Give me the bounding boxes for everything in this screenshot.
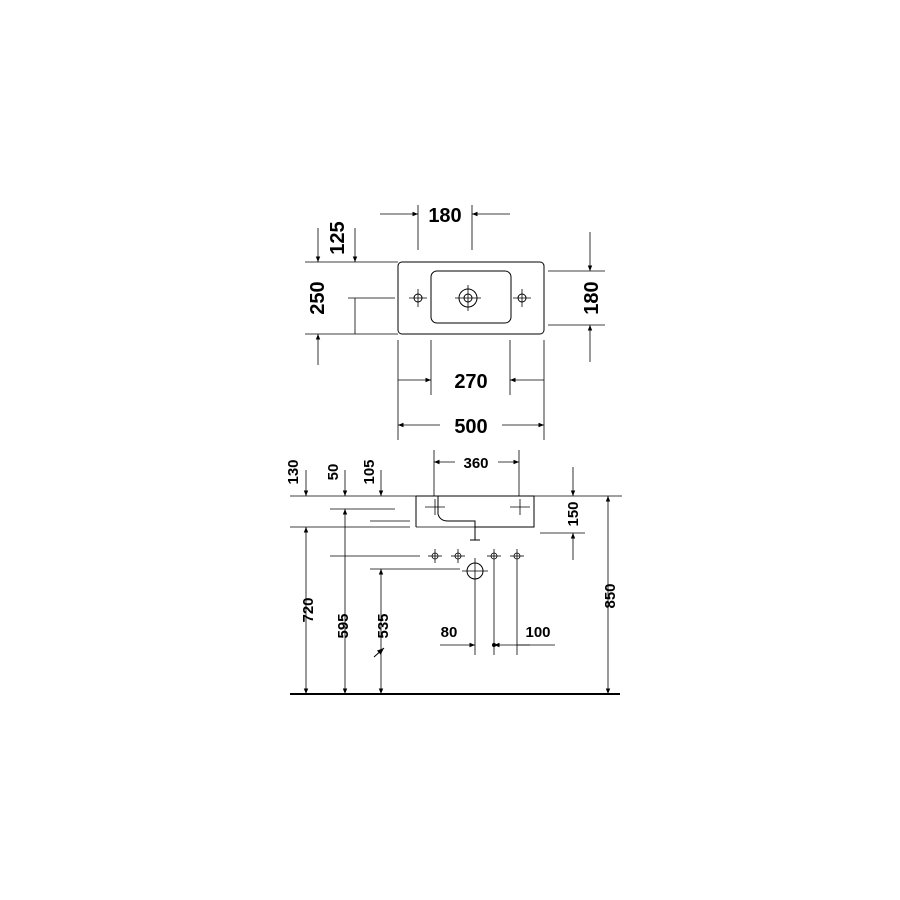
dim-80-100: 80 100: [440, 624, 555, 648]
dim-535: 535: [373, 569, 392, 694]
dim-bowl-depth-label: 180: [581, 281, 603, 314]
dim-150-label: 150: [565, 501, 582, 526]
dim-105: 105: [361, 459, 384, 496]
waste-outlet: [462, 558, 488, 584]
approx-arrow-icon: [373, 647, 385, 658]
dim-595: 595: [335, 509, 352, 694]
dim-bowl-width: 270: [397, 340, 545, 440]
side-view: 360 80 10: [285, 450, 622, 695]
dim-130-label: 130: [285, 459, 302, 484]
dim-595-label: 595: [335, 613, 352, 638]
dim-bowl-offset-label: 125: [327, 221, 349, 254]
dim-535-label: 535: [375, 613, 392, 638]
drain-symbol: [455, 285, 481, 311]
dim-side-width-label: 360: [463, 455, 488, 472]
side-tap-left-mark: [425, 499, 445, 515]
dim-overall-depth-label: 250: [307, 281, 329, 314]
dim-720: 720: [300, 527, 317, 694]
dim-100-label: 100: [525, 624, 550, 641]
dim-bowl-width-label: 270: [454, 371, 487, 393]
side-tap-right-mark: [510, 499, 530, 515]
fixing-holes: [428, 549, 524, 563]
dim-720-label: 720: [300, 597, 317, 622]
dim-bowl-depth: 180: [548, 232, 605, 362]
dim-150: 150: [565, 467, 582, 560]
basin-outline: [397, 261, 545, 335]
bowl-outline: [430, 270, 512, 324]
dim-tap-spacing-label: 180: [428, 205, 461, 227]
dim-105-label: 105: [361, 459, 378, 484]
dim-130: 130: [285, 459, 309, 496]
dim-850: 850: [602, 496, 619, 694]
dim-overall-width: 500: [397, 395, 544, 440]
basin-profile: [416, 495, 535, 528]
dim-bowl-offset: 125: [315, 221, 358, 262]
dim-50: 50: [325, 464, 348, 496]
dim-overall-depth: 250: [305, 261, 398, 365]
top-view: 180 125 250 180: [305, 205, 605, 440]
right-tap-hole: [513, 289, 531, 307]
dim-850-label: 850: [602, 583, 619, 608]
dim-50-label: 50: [325, 464, 342, 481]
dim-overall-width-label: 500: [454, 416, 487, 438]
dim-side-width: 360: [433, 450, 520, 496]
left-tap-hole: [409, 289, 427, 307]
dim-80-label: 80: [441, 624, 458, 641]
dim-tap-spacing: 180: [380, 205, 510, 250]
